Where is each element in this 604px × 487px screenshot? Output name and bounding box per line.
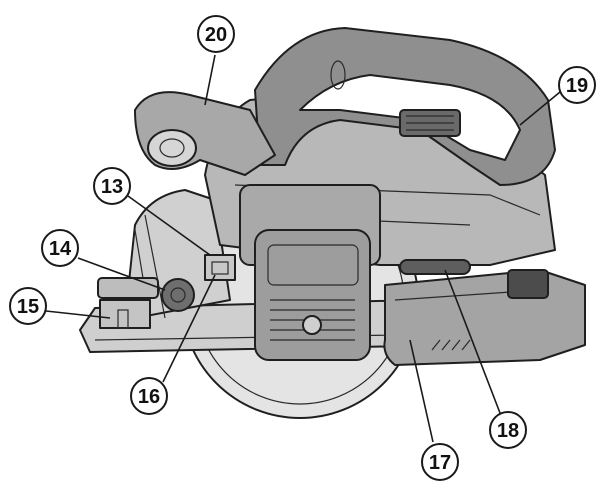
callout-20: 20	[198, 16, 234, 52]
callout-18: 18	[490, 412, 526, 448]
battery-pack	[384, 270, 585, 365]
callout-label-19: 19	[566, 75, 588, 97]
callout-14: 14	[42, 230, 78, 266]
callout-19: 19	[559, 67, 595, 103]
callout-17: 17	[422, 444, 458, 480]
battery-release	[400, 260, 470, 274]
callout-label-15: 15	[17, 296, 39, 318]
callout-label-20: 20	[205, 24, 227, 46]
callout-label-16: 16	[138, 386, 160, 408]
callout-label-14: 14	[49, 238, 72, 260]
callout-label-17: 17	[429, 452, 451, 474]
lever-assembly	[205, 255, 235, 280]
callout-13: 13	[94, 168, 130, 204]
front-base-parts	[100, 300, 150, 328]
callout-16: 16	[131, 378, 167, 414]
callout-15: 15	[10, 288, 46, 324]
callout-label-13: 13	[101, 176, 123, 198]
motor-cover	[255, 230, 370, 360]
callout-label-18: 18	[497, 420, 519, 442]
